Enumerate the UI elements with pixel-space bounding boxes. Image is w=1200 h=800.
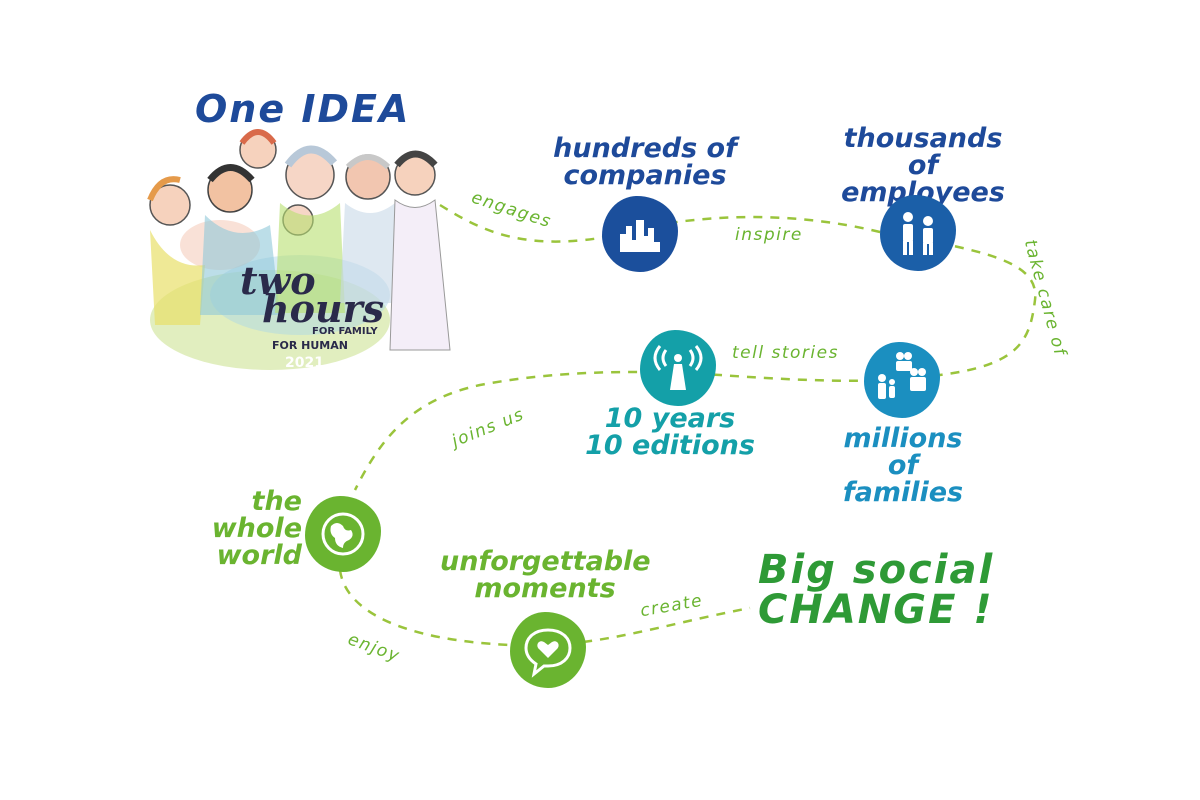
family-illustration-icon (147, 129, 451, 370)
logo-for-family: FOR FAMILY (312, 326, 378, 337)
headline-one-idea: One IDEA (195, 87, 411, 131)
connector-inspire: inspire (735, 225, 803, 245)
heart-speech-bubble-icon (524, 628, 572, 678)
label-thousands-of-employees: thousands of employees (828, 125, 1018, 206)
moments-text: unforgettable moments (440, 546, 651, 604)
label-the-whole-world: the whole world (210, 488, 302, 569)
node-world (305, 496, 381, 572)
family-group-icon (878, 352, 926, 399)
world-text: the whole world (211, 486, 302, 571)
logo-year: 2021 (285, 355, 324, 371)
label-big-social-change: Big social CHANGE ! (758, 550, 1018, 630)
employees-text: thousands of employees (841, 123, 1005, 208)
globe-icon (321, 512, 365, 556)
node-companies (602, 196, 678, 272)
families-text: millions of families (842, 423, 964, 508)
node-families (864, 342, 940, 418)
broadcast-tower-icon (653, 345, 703, 390)
city-skyline-icon (620, 220, 660, 252)
node-employees (880, 195, 956, 271)
logo-for-human: FOR HUMAN (272, 339, 348, 352)
editions-text: 10 years 10 editions (585, 403, 755, 461)
logo-two-hours-line1: two (240, 258, 316, 303)
change-text: Big social CHANGE ! (758, 547, 995, 633)
label-unforgettable-moments: unforgettable moments (440, 546, 651, 604)
node-editions (640, 330, 716, 406)
label-10-years-10-editions: 10 years 10 editions (585, 405, 755, 459)
label-millions-of-families: millions of families (828, 425, 978, 506)
logo-two-hours-line2: hours (262, 286, 385, 331)
node-moments (510, 612, 586, 688)
companies-text: hundreds of companies (553, 133, 737, 191)
label-hundreds-of-companies: hundreds of companies (545, 135, 745, 189)
people-pair-icon (903, 212, 933, 255)
connector-tell-stories: tell stories (732, 343, 839, 363)
illustration-logo (130, 95, 460, 380)
